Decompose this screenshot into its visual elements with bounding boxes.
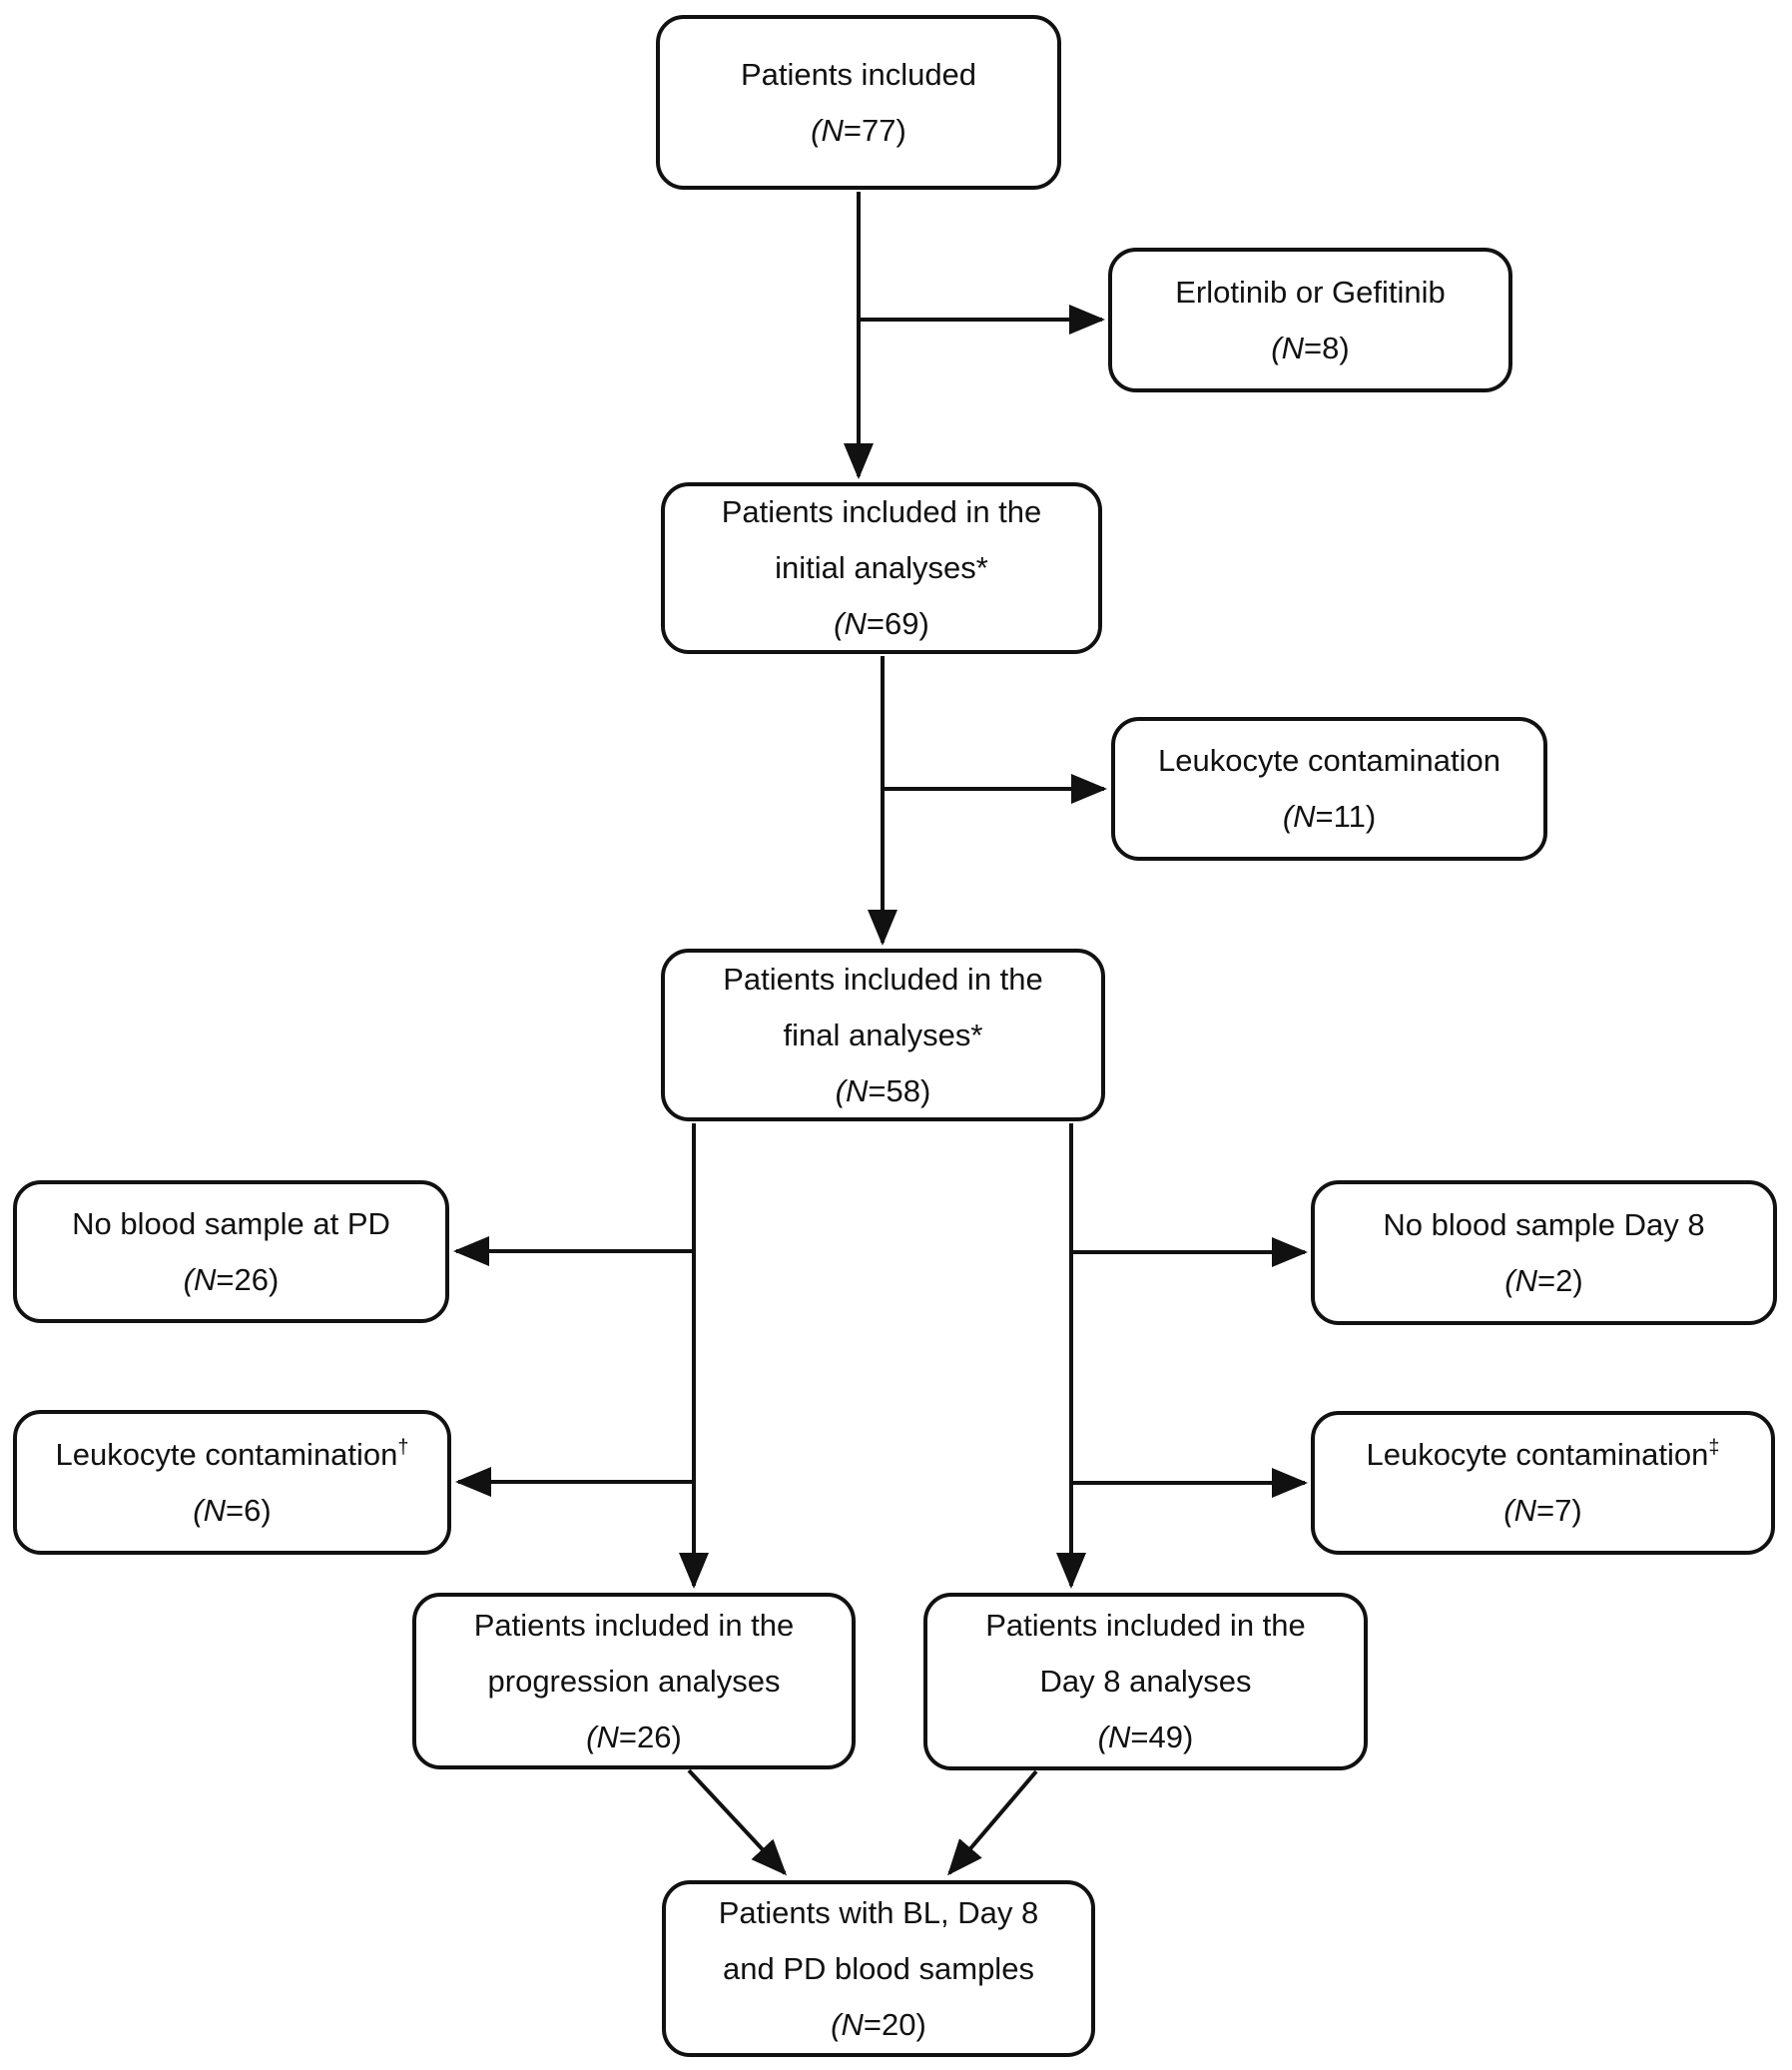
node-label: No blood sample Day 8	[1383, 1206, 1705, 1242]
node-label: Day 8 analyses	[1039, 1664, 1252, 1699]
node-label: No blood sample at PD	[72, 1205, 390, 1241]
n-value: =6)	[226, 1492, 272, 1528]
node-label: Erlotinib or Gefitinib	[1175, 274, 1446, 310]
node-count: (N=49)	[1098, 1710, 1194, 1765]
edge-progression-to-bl	[687, 1768, 788, 1876]
node-leukocyte-contamination-initial: Leukocyte contamination (N=11)	[1111, 717, 1547, 861]
node-count: (N=77)	[811, 103, 906, 159]
node-day8-analyses: Patients included in the Day 8 analyses …	[923, 1593, 1368, 1770]
node-label: Leukocyte contamination	[1158, 743, 1500, 778]
node-label-text: Leukocyte contamination	[1366, 1437, 1709, 1472]
node-final-analyses: Patients included in the final analyses*…	[661, 949, 1105, 1121]
node-count: (N=26)	[586, 1710, 682, 1765]
node-label: final analyses*	[783, 1017, 983, 1052]
node-leukocyte-contamination-day8: Leukocyte contamination‡ (N=7)	[1311, 1411, 1775, 1555]
n-symbol: (N	[1282, 799, 1316, 834]
n-value: =58)	[868, 1072, 931, 1108]
node-erlotinib-gefitinib: Erlotinib or Gefitinib (N=8)	[1108, 248, 1512, 392]
node-count: (N=20)	[831, 1997, 926, 2053]
n-value: =26)	[216, 1261, 280, 1297]
node-bl-day8-pd-samples: Patients with BL, Day 8 and PD blood sam…	[662, 1880, 1095, 2057]
node-count: (N=58)	[836, 1063, 931, 1119]
node-leukocyte-contamination-pd: Leukocyte contamination† (N=6)	[13, 1410, 451, 1555]
n-value: =8)	[1304, 330, 1350, 365]
node-label: Patients included in the	[473, 1607, 795, 1643]
node-count: (N=8)	[1271, 321, 1349, 376]
n-value: =49)	[1130, 1720, 1194, 1754]
n-symbol: (N	[586, 1719, 619, 1754]
n-symbol: (N	[834, 606, 867, 641]
n-symbol: (N	[811, 112, 844, 148]
node-initial-analyses: Patients included in the initial analyse…	[661, 482, 1102, 654]
node-count: (N=69)	[834, 596, 929, 652]
n-symbol: (N	[1271, 330, 1305, 365]
n-value: =2)	[1537, 1262, 1583, 1298]
node-label: and PD blood samples	[723, 1950, 1034, 1986]
node-label: Patients included in the	[721, 494, 1042, 529]
node-label: Patients included in the	[985, 1608, 1306, 1643]
node-label: initial analyses*	[775, 550, 988, 585]
n-symbol: (N	[831, 2006, 864, 2042]
n-symbol: (N	[193, 1492, 227, 1528]
n-value: =20)	[863, 2006, 926, 2042]
node-patients-included: Patients included (N=77)	[656, 15, 1061, 190]
n-value: =11)	[1315, 799, 1377, 834]
double-dagger-symbol: ‡	[1708, 1436, 1720, 1459]
n-symbol: (N	[1503, 1493, 1537, 1528]
n-value: =77)	[843, 112, 906, 148]
dagger-symbol: †	[397, 1436, 409, 1459]
node-progression-analyses: Patients included in the progression ana…	[412, 1593, 856, 1769]
node-count: (N=6)	[193, 1483, 271, 1539]
node-count: (N=11)	[1283, 789, 1376, 845]
n-symbol: (N	[183, 1261, 217, 1297]
n-value: =26)	[618, 1719, 682, 1754]
edge-day8-to-bl	[947, 1769, 1038, 1876]
n-symbol: (N	[1504, 1262, 1538, 1298]
node-label: Leukocyte contamination†	[55, 1427, 408, 1483]
node-label: progression analyses	[487, 1663, 781, 1699]
node-no-blood-sample-day8: No blood sample Day 8 (N=2)	[1311, 1180, 1777, 1325]
n-value: =7)	[1536, 1493, 1582, 1528]
node-count: (N=2)	[1504, 1253, 1582, 1309]
node-no-blood-sample-pd: No blood sample at PD (N=26)	[13, 1180, 449, 1323]
n-value: =69)	[866, 606, 929, 641]
node-label: Leukocyte contamination‡	[1366, 1427, 1719, 1483]
node-label-text: Leukocyte contamination	[55, 1436, 398, 1472]
node-count: (N=26)	[184, 1252, 280, 1308]
node-count: (N=7)	[1503, 1483, 1581, 1539]
n-symbol: (N	[835, 1072, 869, 1108]
node-label: Patients included in the	[723, 961, 1043, 997]
n-symbol: (N	[1097, 1720, 1131, 1754]
node-label: Patients included	[740, 56, 977, 92]
node-label: Patients with BL, Day 8	[718, 1894, 1039, 1930]
